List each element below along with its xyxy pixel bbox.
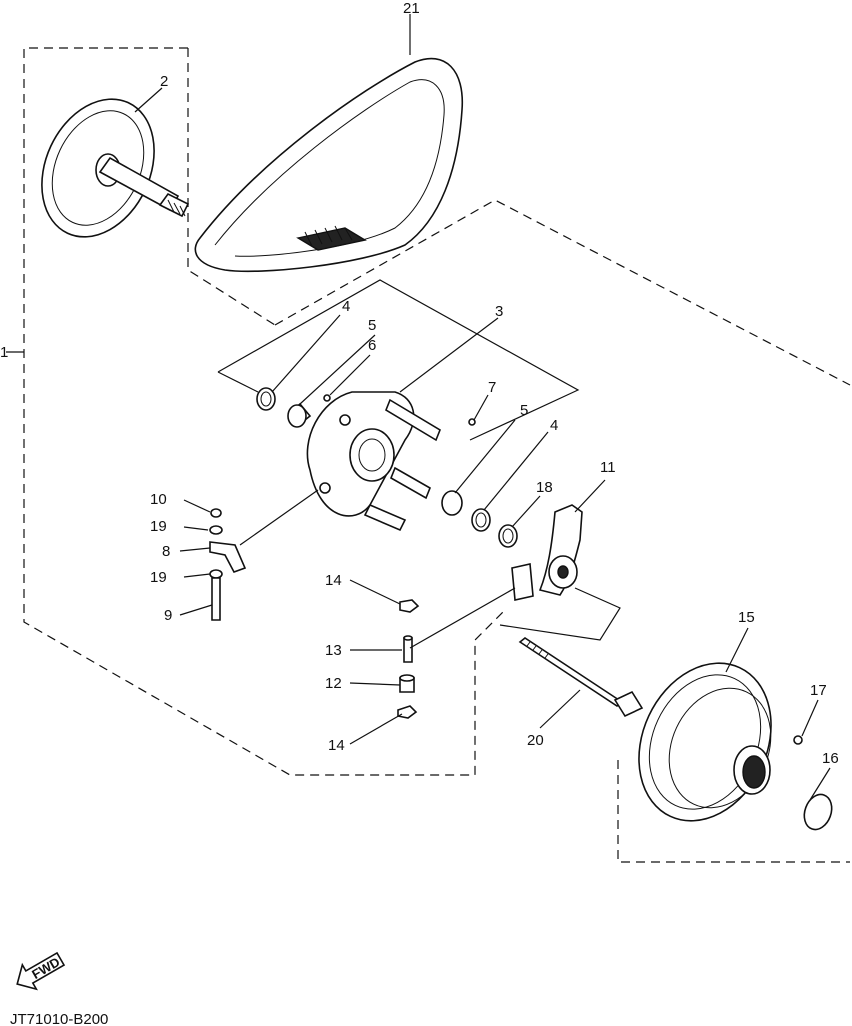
nut-17: [793, 735, 803, 745]
callout-21: 21: [403, 0, 420, 17]
assembly-boundary-left: [23, 47, 506, 776]
callout-16: 16: [822, 750, 839, 767]
pin-7: [468, 418, 476, 426]
bolt-20: [518, 637, 644, 718]
callout-17: 17: [810, 682, 827, 699]
fwd-arrow-icon: FWD: [16, 951, 66, 991]
callout-1: 1: [0, 344, 8, 361]
drive-belt: [194, 57, 464, 273]
callout-12: 12: [325, 675, 342, 692]
leader-lines: [6, 14, 831, 801]
secondary-sheave-hub: [306, 391, 441, 532]
washer-18: [498, 524, 518, 548]
small-ball: [323, 394, 331, 402]
callout-10: 10: [150, 491, 167, 508]
callout-6: 6: [368, 337, 376, 354]
cap-14-upper: [399, 599, 420, 613]
callout-14b: 14: [328, 737, 345, 754]
callout-labels: 21 2 1 4 5 6 3 7 5 4 11 18 10 19 8 19 9 …: [0, 0, 839, 767]
callout-15: 15: [738, 609, 755, 626]
callout-5b: 5: [520, 402, 528, 419]
bushing-right: [441, 490, 463, 516]
callout-19a: 19: [150, 518, 167, 535]
callout-19b: 19: [150, 569, 167, 586]
assembly-boundary-right: [274, 199, 851, 863]
callout-18: 18: [536, 479, 553, 496]
drawing-code: JT71010-B200: [10, 1011, 108, 1026]
callout-20: 20: [527, 732, 544, 749]
roller-12: [399, 674, 415, 693]
primary-sheave: [41, 98, 190, 238]
cap-16: [803, 793, 833, 831]
pin-13: [403, 635, 413, 663]
callout-11: 11: [600, 459, 616, 476]
callout-2: 2: [160, 73, 168, 90]
callout-13: 13: [325, 642, 342, 659]
bushing-left: [287, 402, 312, 428]
oil-seal-right: [471, 508, 491, 532]
callout-7: 7: [488, 379, 496, 396]
cam: [511, 504, 583, 601]
callout-9: 9: [164, 607, 172, 624]
callout-14a: 14: [325, 572, 342, 589]
cap-14-lower: [397, 705, 418, 719]
callout-4b: 4: [550, 417, 558, 434]
callout-3: 3: [495, 303, 503, 320]
oil-seal-left: [256, 387, 276, 411]
movable-sheave: [638, 662, 772, 822]
callout-8: 8: [162, 543, 170, 560]
callout-5a: 5: [368, 317, 376, 334]
callout-4a: 4: [342, 298, 350, 315]
weight-arm-assembly: [209, 508, 247, 621]
